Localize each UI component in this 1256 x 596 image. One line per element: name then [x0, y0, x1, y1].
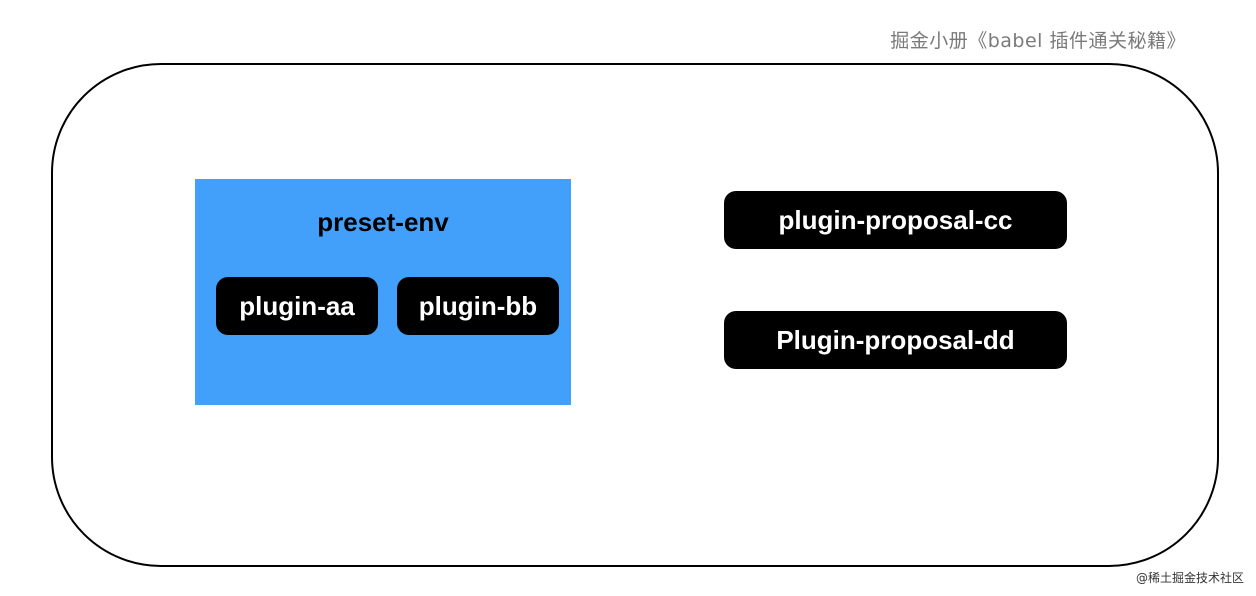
juejin-watermark: @稀土掘金技术社区 [1135, 571, 1244, 585]
plugin-proposal-cc-pill: plugin-proposal-cc [724, 191, 1067, 249]
babel-config-frame [51, 63, 1219, 567]
plugin-aa-pill: plugin-aa [216, 277, 378, 335]
book-caption: 掘金小册《babel 插件通关秘籍》 [890, 30, 1186, 52]
plugin-proposal-dd-pill: Plugin-proposal-dd [724, 311, 1067, 369]
plugin-bb-pill: plugin-bb [397, 277, 559, 335]
preset-env-title: preset-env [317, 207, 449, 237]
preset-env-box: preset-env plugin-aa plugin-bb [195, 179, 571, 405]
